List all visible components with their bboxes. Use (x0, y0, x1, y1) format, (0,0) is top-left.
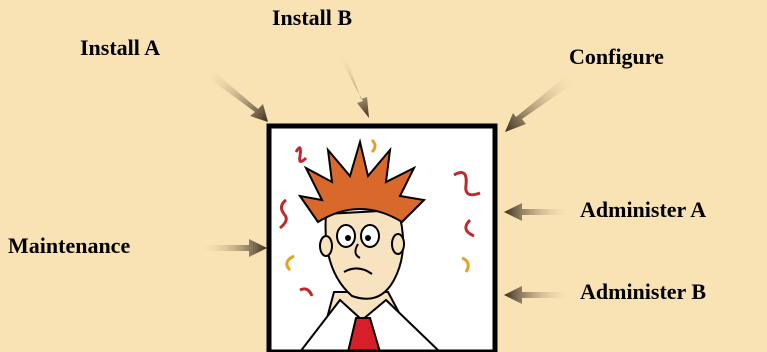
label-maintenance: Maintenance (8, 235, 130, 257)
stressed-man-illustration (269, 126, 495, 352)
label-configure: Configure (569, 46, 664, 68)
label-install-b: Install B (272, 7, 352, 29)
label-install-a: Install A (80, 37, 160, 59)
label-administer-a: Administer A (580, 199, 706, 221)
label-administer-b: Administer B (580, 281, 706, 303)
